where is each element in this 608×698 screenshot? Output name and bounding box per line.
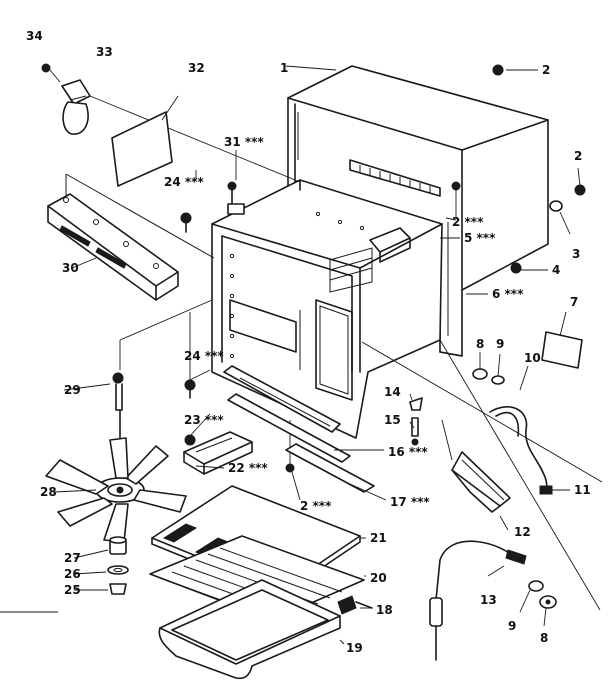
- callout-17: 17 ***: [390, 495, 430, 509]
- callout-15: 15: [384, 413, 401, 427]
- callout-24-upper: 24 ***: [164, 175, 204, 189]
- callout-14: 14: [384, 385, 401, 399]
- callout-34: 34: [26, 29, 43, 43]
- callout-7: 7: [570, 295, 578, 309]
- callout-12: 12: [514, 525, 531, 539]
- callout-18: 18: [376, 603, 393, 617]
- callout-2-lower: 2 ***: [300, 499, 332, 513]
- thermostat-probe: [429, 339, 601, 661]
- callout-9-lower: 9: [508, 619, 516, 633]
- callout-1: 1: [280, 61, 288, 75]
- callout-labels: 1 2 2 2 *** 2 *** 3 4 5 *** 6 *** 7 8 8 …: [26, 29, 591, 655]
- callout-23: 23 ***: [184, 413, 224, 427]
- fan-hardware: [107, 536, 129, 595]
- lamp-assembly: [41, 63, 301, 183]
- callout-2-side: 2: [574, 149, 582, 163]
- callout-24-lower: 24 ***: [184, 349, 224, 363]
- leader-lines: [53, 65, 581, 645]
- callout-3: 3: [572, 247, 580, 261]
- callout-33: 33: [96, 45, 113, 59]
- cord-clamp: [337, 595, 373, 615]
- callout-10: 10: [524, 351, 541, 365]
- lens-plate: [111, 95, 179, 187]
- fan-assembly: [45, 299, 213, 543]
- callout-16: 16 ***: [388, 445, 428, 459]
- callout-32: 32: [188, 61, 205, 75]
- callout-21: 21: [370, 531, 387, 545]
- callout-2-inner: 2 ***: [452, 215, 484, 229]
- oven-trays: [149, 485, 365, 680]
- wiring-harness: [361, 341, 603, 495]
- callout-19: 19: [346, 641, 363, 655]
- element-bracket: [441, 419, 511, 513]
- callout-8-upper: 8: [476, 337, 484, 351]
- callout-20: 20: [370, 571, 387, 585]
- callout-11: 11: [574, 483, 591, 497]
- callout-30: 30: [62, 261, 79, 275]
- heater-bracket: [47, 173, 215, 301]
- switch-block: [183, 431, 253, 475]
- callout-22: 22 ***: [228, 461, 268, 475]
- callout-29: 29: [64, 383, 81, 397]
- callout-28: 28: [40, 485, 57, 499]
- cabinet-screws: [451, 64, 586, 274]
- label-plate: [541, 331, 583, 369]
- screws: [180, 181, 295, 473]
- callout-25: 25: [64, 583, 81, 597]
- oven-cavity: [211, 179, 443, 439]
- callout-27: 27: [64, 551, 81, 565]
- callout-6: 6 ***: [492, 287, 524, 301]
- callout-9-upper: 9: [496, 337, 504, 351]
- callout-26: 26: [64, 567, 81, 581]
- callout-2-top: 2: [542, 63, 550, 77]
- oven-rails: [223, 365, 375, 493]
- callout-4: 4: [552, 263, 560, 277]
- callout-5: 5 ***: [464, 231, 496, 245]
- callout-13: 13: [480, 593, 497, 607]
- callout-8-lower: 8: [540, 631, 548, 645]
- callout-31: 31 ***: [224, 135, 264, 149]
